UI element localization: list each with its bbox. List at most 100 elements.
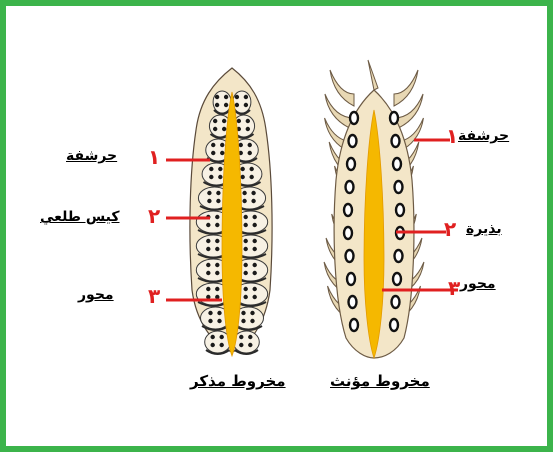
pollen-dot <box>218 175 222 179</box>
ovule <box>350 319 358 331</box>
ovule <box>395 250 403 262</box>
pollen-dot <box>215 287 219 291</box>
pollen-dot <box>206 239 210 243</box>
pollen-dot <box>244 263 248 267</box>
female-number-1: ١ <box>446 124 458 148</box>
pollen-dot <box>211 151 215 155</box>
ovule <box>396 204 404 216</box>
pollen-dot <box>239 335 243 339</box>
male-cone <box>190 68 272 356</box>
female-label-scale: حرشفة <box>458 128 509 144</box>
pollen-dot <box>244 271 248 275</box>
pollen-dot <box>206 247 210 251</box>
pollen-dot <box>218 167 222 171</box>
pollen-dot <box>220 151 224 155</box>
pollen-dot <box>244 247 248 251</box>
pollen-dot <box>235 103 239 107</box>
female-spike-top <box>368 60 378 90</box>
pollen-dot <box>209 167 213 171</box>
pollen-dot <box>216 191 220 195</box>
pollen-dot <box>209 175 213 179</box>
pollen-dot <box>215 247 219 251</box>
pollen-dot <box>246 127 250 131</box>
pollen-dot <box>206 223 210 227</box>
pollen-dot <box>253 287 257 291</box>
female-cone-caption: مخروط مؤنث <box>330 372 430 390</box>
male-label-axis: محور <box>78 287 114 303</box>
pollen-dot <box>253 247 257 251</box>
pollen-dot <box>224 95 228 99</box>
ovule <box>344 204 352 216</box>
pollen-dot <box>253 215 257 219</box>
male-number-1: ١ <box>148 145 160 169</box>
ovule <box>392 135 400 147</box>
pollen-dot <box>206 287 210 291</box>
pollen-dot <box>216 199 220 203</box>
ovule <box>392 296 400 308</box>
ovule <box>393 158 401 170</box>
pollen-dot <box>253 239 257 243</box>
pollen-dot <box>215 271 219 275</box>
pollen-dot <box>208 319 212 323</box>
ovule <box>349 296 357 308</box>
pollen-dot <box>215 215 219 219</box>
pollen-dot <box>220 143 224 147</box>
ovule <box>395 181 403 193</box>
pollen-dot <box>248 343 252 347</box>
pollen-dot <box>242 199 246 203</box>
pollen-dot <box>253 295 257 299</box>
pollen-dot <box>215 95 219 99</box>
female-label-ovule: بذيرة <box>466 221 502 237</box>
pollen-dot <box>248 335 252 339</box>
pollen-dot <box>208 311 212 315</box>
pollen-dot <box>250 311 254 315</box>
pollen-dot <box>242 191 246 195</box>
female-cone <box>324 60 424 358</box>
female-label-axis: محور <box>460 276 496 292</box>
female-spike <box>394 70 418 106</box>
pollen-dot <box>237 119 241 123</box>
pollen-dot <box>215 103 219 107</box>
pollen-dot <box>239 143 243 147</box>
ovule <box>349 135 357 147</box>
pollen-dot <box>239 343 243 347</box>
pollen-dot <box>220 343 224 347</box>
pollen-dot <box>249 167 253 171</box>
male-number-2: ٢ <box>148 204 160 228</box>
ovule <box>344 227 352 239</box>
pollen-dot <box>213 127 217 131</box>
pollen-dot <box>244 215 248 219</box>
pollen-dot <box>222 119 226 123</box>
pollen-dot <box>215 263 219 267</box>
pollen-dot <box>213 119 217 123</box>
pollen-dot <box>224 103 228 107</box>
male-label-pollen-sac: كيس طلعي <box>40 209 120 225</box>
pollen-dot <box>244 287 248 291</box>
pollen-dot <box>244 223 248 227</box>
male-number-3: ٣ <box>148 284 160 308</box>
pollen-dot <box>211 343 215 347</box>
ovule <box>390 112 398 124</box>
pollen-dot <box>207 199 211 203</box>
pollen-dot <box>215 239 219 243</box>
pollen-dot <box>246 119 250 123</box>
pollen-dot <box>241 319 245 323</box>
female-number-2: ٢ <box>444 217 456 241</box>
pollen-dot <box>222 127 226 131</box>
pollen-dot <box>253 271 257 275</box>
male-label-scale: حرشفة <box>66 148 117 164</box>
pollen-dot <box>206 263 210 267</box>
male-scale <box>213 91 231 113</box>
pollen-dot <box>240 167 244 171</box>
ovule <box>346 250 354 262</box>
pollen-dot <box>250 319 254 323</box>
pollen-dot <box>244 95 248 99</box>
pollen-dot <box>248 143 252 147</box>
pollen-dot <box>217 319 221 323</box>
pollen-dot <box>241 311 245 315</box>
pollen-dot <box>240 175 244 179</box>
pollen-dot <box>251 199 255 203</box>
pollen-dot <box>244 239 248 243</box>
pollen-dot <box>248 151 252 155</box>
ovule <box>347 273 355 285</box>
